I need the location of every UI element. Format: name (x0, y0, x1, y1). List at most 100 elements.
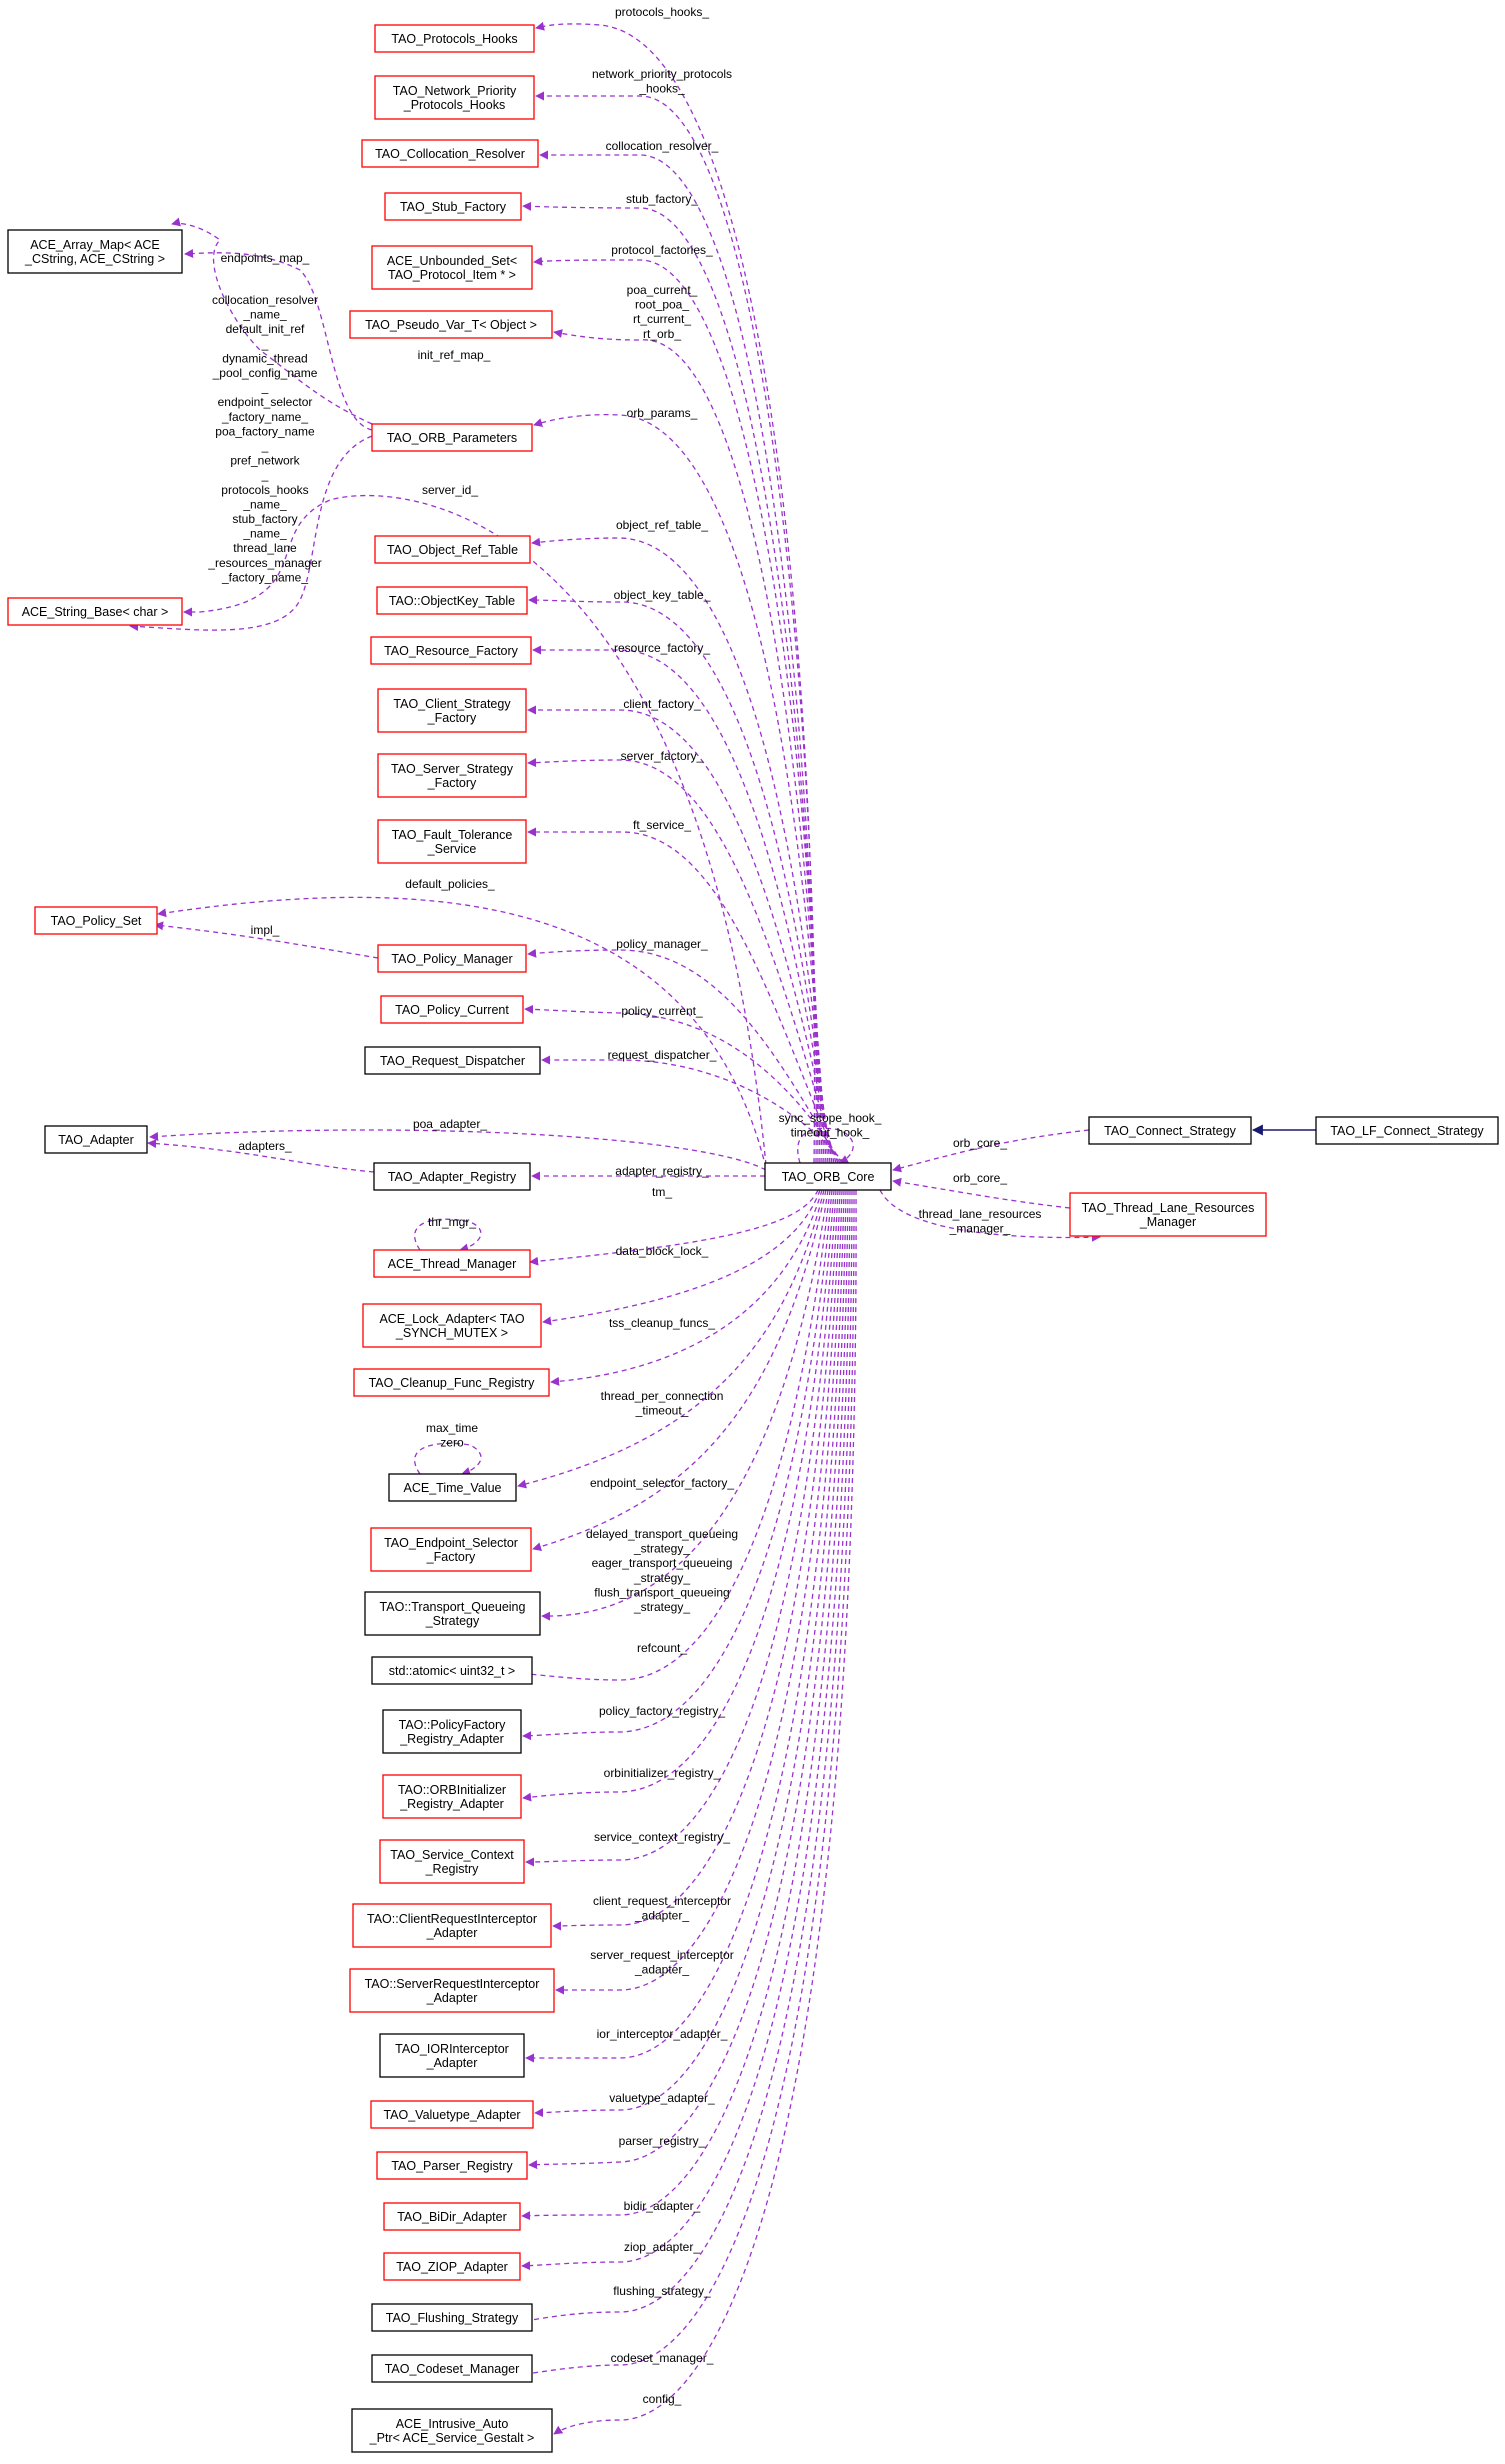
class-node-cleanup-registry[interactable]: TAO_Cleanup_Func_Registry (353, 1368, 550, 1397)
edge-label-cleanup-registry: tss_cleanup_funcs_ (609, 1316, 715, 1330)
class-node-thread-lane[interactable]: TAO_Thread_Lane_Resources_Manager (1069, 1192, 1267, 1237)
class-node-codeset-manager[interactable]: TAO_Codeset_Manager (371, 2354, 533, 2383)
class-node-request-dispatcher[interactable]: TAO_Request_Dispatcher (364, 1046, 541, 1075)
edge-label-time-value: thread_per_connection_timeout_ (601, 1389, 724, 1418)
edge-label-line: rt_current_ (633, 312, 691, 326)
class-node-server-interceptor[interactable]: TAO::ServerRequestInterceptor_Adapter (349, 1968, 555, 2013)
edge-label-line: _adapter_ (634, 1963, 689, 1977)
edge-label-line: _name_ (242, 308, 287, 322)
class-name-line: _Adapter (426, 1991, 478, 2005)
edge-array-map-b (184, 249, 373, 431)
class-node-intrusive-auto-ptr[interactable]: ACE_Intrusive_Auto_Ptr< ACE_Service_Gest… (351, 2408, 553, 2453)
class-name-line: TAO_ORB_Parameters (387, 431, 517, 445)
class-node-adapter[interactable]: TAO_Adapter (44, 1125, 148, 1154)
edge-label-line: adapter_registry_ (615, 1164, 709, 1178)
class-node-flushing-strategy[interactable]: TAO_Flushing_Strategy (371, 2303, 533, 2332)
class-node-thread-manager[interactable]: ACE_Thread_Manager (373, 1249, 531, 1278)
class-node-orbinitializer-registry[interactable]: TAO::ORBInitializer_Registry_Adapter (382, 1774, 522, 1819)
class-node-ior-interceptor[interactable]: TAO_IORInterceptor_Adapter (379, 2033, 525, 2078)
class-node-net-prio-hooks[interactable]: TAO_Network_Priority_Protocols_Hooks (374, 75, 535, 120)
class-node-client-strategy[interactable]: TAO_Client_Strategy_Factory (377, 688, 527, 733)
class-box (364, 1046, 541, 1075)
class-name-line: TAO_Request_Dispatcher (380, 1054, 525, 1068)
class-box (349, 1968, 555, 2013)
edge-label-thread-lane: thread_lane_resources_manager_ (919, 1207, 1042, 1236)
class-node-policyfactory-registry[interactable]: TAO::PolicyFactory_Registry_Adapter (382, 1709, 522, 1754)
class-node-adapter-registry[interactable]: TAO_Adapter_Registry (373, 1162, 531, 1191)
class-node-bidir-adapter[interactable]: TAO_BiDir_Adapter (383, 2202, 521, 2231)
edge-parser-registry (528, 1189, 847, 2170)
edge-label-line: _manager_ (949, 1222, 1011, 1236)
class-node-resource-factory[interactable]: TAO_Resource_Factory (370, 636, 532, 665)
class-box (364, 1591, 541, 1636)
class-node-ziop-adapter[interactable]: TAO_ZIOP_Adapter (383, 2252, 521, 2281)
edge-label-line: eager_transport_queueing (592, 1556, 733, 1570)
edge-label-line: init_ref_map_ (418, 348, 491, 362)
class-box (371, 245, 533, 290)
class-node-objectkey-table[interactable]: TAO::ObjectKey_Table (376, 586, 528, 615)
class-node-valuetype-adapter[interactable]: TAO_Valuetype_Adapter (370, 2100, 534, 2129)
class-node-object-ref-table[interactable]: TAO_Object_Ref_Table (374, 535, 531, 564)
edge-label-line: endpoints_map_ (221, 251, 310, 265)
edge-label-line: _factory_name_ (221, 410, 308, 424)
class-node-policy-current[interactable]: TAO_Policy_Current (380, 995, 524, 1024)
class-node-endpoint-selector[interactable]: TAO_Endpoint_Selector_Factory (370, 1527, 532, 1572)
class-node-fault-tolerance[interactable]: TAO_Fault_Tolerance_Service (377, 819, 527, 864)
edge-label-line: _timeout_ (635, 1404, 689, 1418)
class-node-protocols-hooks[interactable]: TAO_Protocols_Hooks (374, 24, 535, 53)
class-node-collocation-resolver[interactable]: TAO_Collocation_Resolver (361, 139, 539, 168)
edge-label-lock-adapter: data_block_lock_ (616, 1244, 709, 1258)
class-node-policy-manager[interactable]: TAO_Policy_Manager (377, 944, 527, 973)
class-name-line: _Factory (427, 711, 477, 725)
edge-label-line: server_request_interceptor (590, 1948, 733, 1962)
class-node-lf-connect-strategy[interactable]: TAO_LF_Connect_Strategy (1315, 1116, 1499, 1145)
class-node-pseudo-var[interactable]: TAO_Pseudo_Var_T< Object > (349, 310, 553, 339)
edge-thread-manager (529, 1189, 819, 1266)
class-node-atomic[interactable]: std::atomic< uint32_t > (371, 1656, 533, 1685)
class-node-string-base[interactable]: ACE_String_Base< char > (7, 597, 183, 626)
class-box (371, 2303, 533, 2332)
edge-label-line: server_id_ (422, 483, 478, 497)
edge-policy-current (524, 1004, 843, 1164)
class-node-service-context-registry[interactable]: TAO_Service_Context_Registry (379, 1839, 525, 1884)
edge-label-line: endpoint_selector_factory_ (590, 1476, 734, 1490)
class-node-unbounded-set[interactable]: ACE_Unbounded_Set<TAO_Protocol_Item * > (371, 245, 533, 290)
edge-endpoint-selector (532, 1189, 827, 1552)
edge-label-ziop-adapter: ziop_adapter_ (624, 2240, 700, 2254)
edge-unbounded-set (533, 256, 823, 1164)
class-name-line: ACE_Unbounded_Set< (387, 254, 517, 268)
edge-label-line: ziop_adapter_ (624, 2240, 700, 2254)
class-name-line: TAO_Resource_Factory (384, 644, 519, 658)
class-node-time-value[interactable]: ACE_Time_Value (388, 1473, 517, 1502)
class-node-policy-set[interactable]: TAO_Policy_Set (34, 906, 158, 935)
class-name-line: TAO_ZIOP_Adapter (396, 2260, 508, 2274)
class-node-stub-factory[interactable]: TAO_Stub_Factory (384, 192, 522, 221)
class-node-transport-queueing[interactable]: TAO::Transport_Queueing_Strategy (364, 1591, 541, 1636)
edge-label-line: network_priority_protocols (592, 67, 732, 81)
class-box (388, 1473, 517, 1502)
edge-label-sync-scope: sync_scope_hook_timeout_hook_ (779, 1111, 882, 1140)
edge-fault-tolerance (527, 827, 839, 1164)
class-name-line: ACE_Thread_Manager (388, 1257, 517, 1271)
edge-array-map-a (171, 217, 373, 425)
class-node-lock-adapter[interactable]: ACE_Lock_Adapter< TAO_SYNCH_MUTEX > (362, 1303, 542, 1348)
class-node-array-map[interactable]: ACE_Array_Map< ACE_CString, ACE_CString … (7, 229, 183, 274)
edge-orb-core-lane (892, 1177, 1071, 1209)
edge-label-line: sync_scope_hook_ (779, 1111, 882, 1125)
class-node-orb-params[interactable]: TAO_ORB_Parameters (371, 423, 533, 452)
edge-label-line: ft_service_ (633, 818, 691, 832)
class-node-parser-registry[interactable]: TAO_Parser_Registry (376, 2151, 528, 2180)
class-node-client-interceptor[interactable]: TAO::ClientRequestInterceptor_Adapter (352, 1903, 552, 1948)
class-node-orb-core[interactable]: TAO_ORB_Core (764, 1162, 892, 1191)
class-box (376, 586, 528, 615)
edge-time-loop (413, 1442, 482, 1476)
edge-label-line: ior_interceptor_adapter_ (597, 2027, 728, 2041)
class-name-line: TAO_Policy_Manager (391, 952, 512, 966)
class-node-server-strategy[interactable]: TAO_Server_Strategy_Factory (377, 753, 527, 798)
edge-label-objectkey-table: object_key_table_ (614, 588, 711, 602)
edge-label-line: _name_ (242, 497, 287, 511)
edge-label-line: object_ref_table_ (616, 518, 708, 532)
edge-service-context-registry (525, 1189, 837, 1867)
class-node-connect-strategy[interactable]: TAO_Connect_Strategy (1088, 1116, 1252, 1145)
edge-policyfactory-registry (522, 1189, 833, 1741)
